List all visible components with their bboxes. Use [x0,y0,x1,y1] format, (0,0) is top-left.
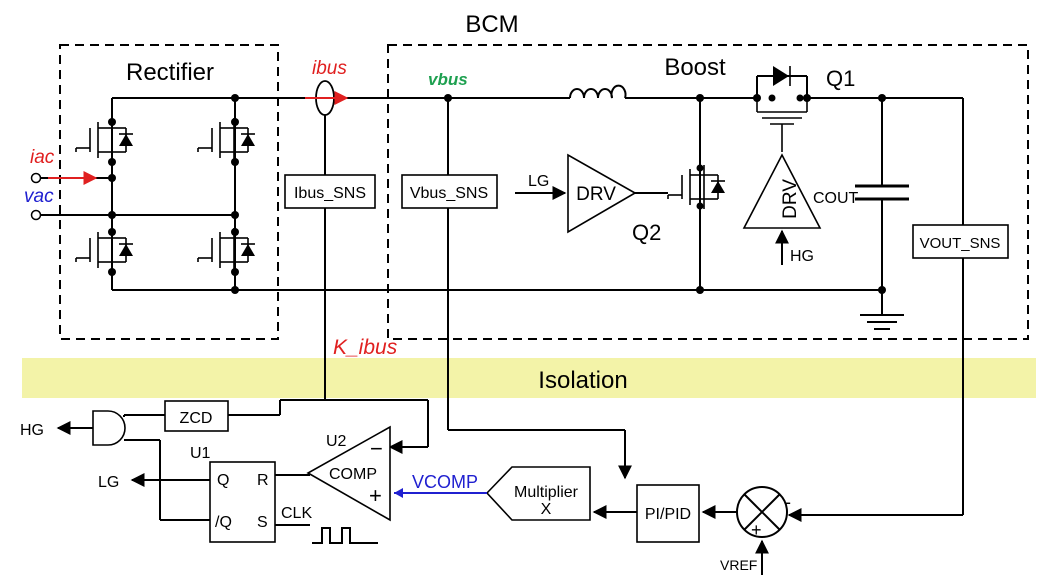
ac-terminal-2 [30,209,42,221]
q1-mosfet [756,94,808,152]
ff-qbar-label: /Q [215,514,232,531]
vout-sns-label: VOUT_SNS [920,235,1001,252]
zcd-label: ZCD [180,410,213,427]
ibus-sns-box [284,174,376,209]
iac-label: iac [30,147,55,168]
vbus-sns-box [401,174,498,209]
q2-label: Q2 [632,220,661,245]
drv-hg-triangle [742,153,822,229]
pi-pid-label: PI/PID [645,506,691,523]
drv-hg-label: DRV [780,179,801,219]
and-gate [92,410,126,446]
ibus-label: ibus [312,58,347,79]
pi-pid-box [636,484,700,543]
hg-output-label: HG [20,422,44,439]
comp-plus-sign: + [369,483,382,508]
summer-minus-sign: - [785,492,791,512]
drv-lg-label: DRV [576,184,616,205]
zcd-box [164,400,229,432]
vbus-sns-label: Vbus_SNS [410,185,488,202]
multiplier-label: Multiplier [514,484,579,501]
rectifier-bridge [40,94,256,294]
lg-output-label: LG [98,474,119,491]
ff-s-label: S [257,514,268,531]
ff-q-label: Q [217,472,229,489]
multiplier-block [485,466,591,521]
inductor [569,84,627,99]
q2-mosfet [667,164,726,210]
ac-terminal-1 [30,172,42,184]
rectifier-label: Rectifier [126,59,214,86]
sr-flipflop-u1 [209,461,276,543]
rectifier-region [59,44,279,340]
clk-label: CLK [281,505,312,522]
summing-junction [736,486,788,538]
ground-symbol [860,314,904,330]
q1-label: Q1 [826,66,855,91]
comp-minus-sign: − [370,436,383,461]
vout-sns-box [912,224,1009,259]
clock-waveform [312,527,378,544]
u1-label: U1 [190,445,211,462]
u2-label: U2 [326,433,347,450]
diagram-title: BCM [465,11,518,38]
lg-input-label: LG [528,173,549,190]
vcomp-label: VCOMP [412,472,478,492]
comp-label: COMP [329,466,377,483]
vref-label: VREF [720,557,757,573]
summer-plus-sign: + [751,520,762,540]
vbus-label: vbus [428,70,468,89]
isolation-label: Isolation [538,367,627,394]
k-ibus-label: K_ibus [333,336,398,359]
multiplier-x-label: X [541,501,552,518]
drv-lg-triangle [567,153,637,234]
isolation-band [22,358,1036,398]
q1-diode [773,66,789,86]
boost-region [387,44,1029,340]
ibus-sns-label: Ibus_SNS [294,185,366,202]
ff-r-label: R [257,472,269,489]
cout-label: COUT [813,190,859,207]
boost-label: Boost [664,54,726,81]
hg-input-label: HG [790,248,814,265]
comparator-u2 [306,425,391,522]
vac-label: vac [24,186,54,207]
